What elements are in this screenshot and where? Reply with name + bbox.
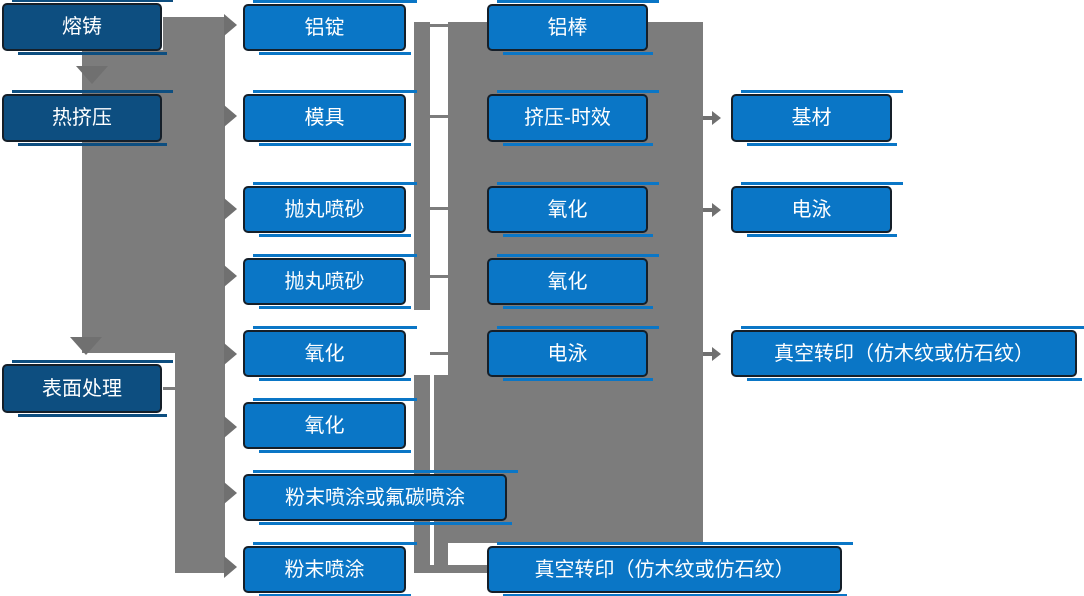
node-mold: 模具 <box>243 90 417 146</box>
node-vacuum-transfer-right: 真空转印（仿木纹或仿石纹） <box>731 326 1084 381</box>
arrow-head-to-vacuum-transfer <box>712 347 721 361</box>
arrow-right-to-mold <box>224 105 237 127</box>
node-label: 表面处理 <box>42 377 122 400</box>
tie-row1 <box>430 24 448 27</box>
node-label: 电泳 <box>547 342 588 365</box>
node-label: 真空转印（仿木纹或仿石纹） <box>774 342 1034 365</box>
node-label: 挤压-时效 <box>524 107 611 129</box>
connector-strip-a-upper <box>414 22 430 310</box>
node-electrophoresis-2: 电泳 <box>731 182 903 237</box>
node-melt-casting: 熔铸 <box>2 0 173 55</box>
node-shot-blasting-1: 抛丸喷砂 <box>243 182 417 237</box>
arrow-right-to-shot-blasting-2 <box>224 265 237 287</box>
node-oxidation-1: 氧化 <box>243 326 417 381</box>
tie-row5 <box>430 352 448 355</box>
arrow-right-to-powder-coating <box>224 556 237 578</box>
node-base-material: 基材 <box>731 90 903 146</box>
node-label: 电泳 <box>791 198 832 221</box>
connector-band-lower <box>175 353 225 573</box>
node-oxidation-4: 氧化 <box>487 254 659 309</box>
tie-row4 <box>430 275 448 278</box>
arrow-right-to-shot-blasting-1 <box>224 198 237 220</box>
node-label: 铝锭 <box>304 16 345 39</box>
node-oxidation-3: 氧化 <box>487 182 659 237</box>
arrow-right-to-oxidation-1 <box>224 343 237 365</box>
node-label: 粉末喷涂或氟碳喷涂 <box>285 486 465 509</box>
node-hot-extrusion: 热挤压 <box>2 90 173 146</box>
node-shot-blasting-2: 抛丸喷砂 <box>243 254 417 309</box>
node-label: 热挤压 <box>52 107 112 129</box>
arrow-stem-to-electrophoresis <box>703 208 713 212</box>
node-label: 氧化 <box>304 342 345 365</box>
arrow-right-to-oxidation-2 <box>224 416 237 438</box>
node-label: 基材 <box>791 107 832 129</box>
node-label: 氧化 <box>304 414 345 437</box>
tie-bottom-row <box>414 565 488 573</box>
tie-surface-treatment <box>163 387 176 390</box>
node-surface-treatment: 表面处理 <box>2 360 173 417</box>
node-aluminum-ingot: 铝锭 <box>243 0 417 55</box>
node-label: 粉末喷涂 <box>284 558 365 581</box>
arrow-down-to-hot-extrusion <box>76 66 108 84</box>
connector-band-upper <box>163 17 225 353</box>
arrow-stem-to-base-material <box>703 116 713 120</box>
arrow-head-to-base-material <box>712 111 721 125</box>
tie-row2 <box>430 115 448 118</box>
node-oxidation-2: 氧化 <box>243 398 417 453</box>
node-extrusion-aging: 挤压-时效 <box>487 90 659 146</box>
node-label: 氧化 <box>547 198 588 221</box>
node-vacuum-transfer-bottom: 真空转印（仿木纹或仿石纹） <box>487 542 853 596</box>
node-label: 模具 <box>304 107 345 129</box>
node-label: 抛丸喷砂 <box>284 270 365 293</box>
arrow-right-to-powder-fluorocarbon <box>224 482 237 504</box>
node-label: 熔铸 <box>62 16 102 38</box>
node-label: 真空转印（仿木纹或仿石纹） <box>534 558 795 581</box>
node-label: 抛丸喷砂 <box>284 198 365 221</box>
node-powder-or-fluorocarbon-coating: 粉末喷涂或氟碳喷涂 <box>243 470 518 525</box>
arrow-head-to-electrophoresis <box>712 203 721 217</box>
arrow-right-to-aluminum-ingot <box>224 14 237 36</box>
arrow-down-to-surface-treatment <box>70 337 102 355</box>
node-electrophoresis-1: 电泳 <box>487 326 659 381</box>
node-label: 氧化 <box>547 270 588 293</box>
node-powder-coating: 粉末喷涂 <box>243 542 417 596</box>
node-aluminum-rod: 铝棒 <box>487 0 659 55</box>
node-label: 铝棒 <box>547 16 588 39</box>
tie-row3 <box>430 207 448 210</box>
arrow-stem-to-vacuum-transfer <box>703 352 713 356</box>
